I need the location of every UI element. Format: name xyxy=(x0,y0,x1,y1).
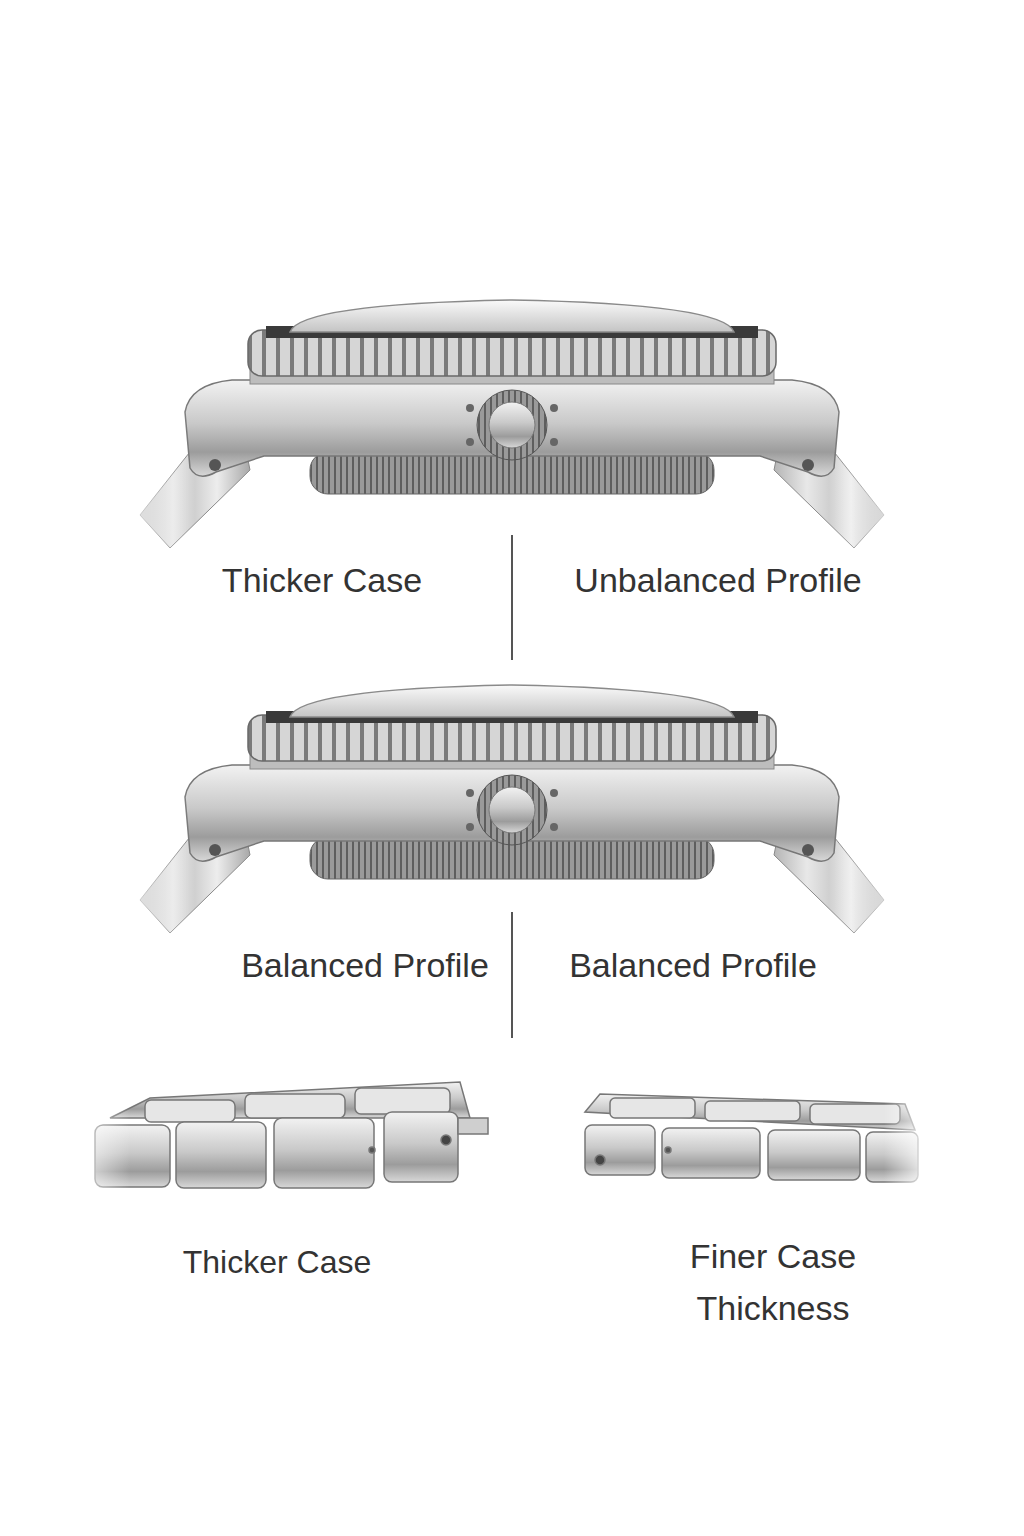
divider xyxy=(511,912,513,1038)
watch-side-balanced xyxy=(140,685,884,933)
caption-label: Thicker Case xyxy=(222,558,422,602)
fade xyxy=(100,380,190,580)
fade xyxy=(100,765,190,965)
caption-label: Balanced Profile xyxy=(241,943,489,987)
fade xyxy=(834,380,924,580)
bracelet-thick xyxy=(60,1080,488,1200)
caption-label: Finer Case Thickness xyxy=(658,1230,888,1334)
watch-side-thick xyxy=(140,300,884,548)
divider xyxy=(511,535,513,660)
caption-label: Balanced Profile xyxy=(569,943,817,987)
bracelet-fine xyxy=(585,1090,934,1190)
fade xyxy=(834,765,924,965)
caption-label: Unbalanced Profile xyxy=(574,558,861,602)
caption-label: Thicker Case xyxy=(183,1240,372,1284)
